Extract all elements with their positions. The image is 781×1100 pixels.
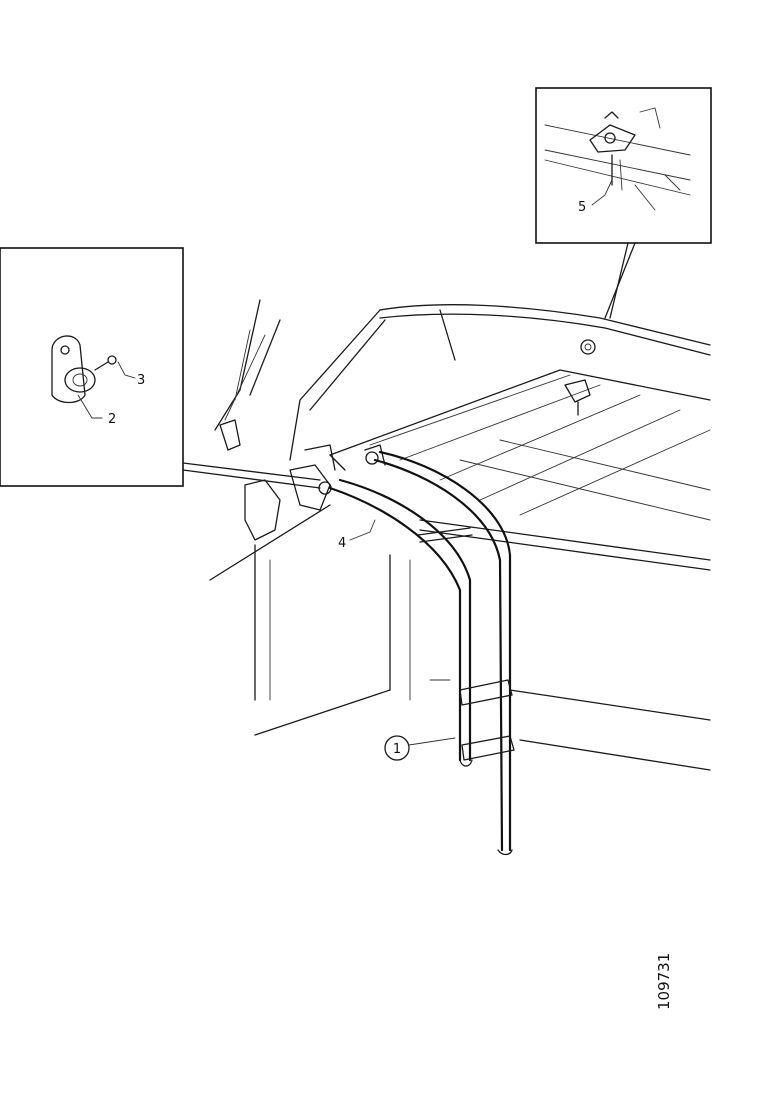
hinge-assembly xyxy=(219,419,386,541)
callout-label-2: 2 xyxy=(108,412,116,427)
detail-box-right xyxy=(535,87,712,244)
callout-label-4: 4 xyxy=(338,536,346,551)
detail-right-connector xyxy=(604,242,636,319)
step-bar xyxy=(328,450,515,856)
vehicle-body xyxy=(209,299,711,771)
detail-left-connector xyxy=(182,462,321,489)
callout-label-5: 5 xyxy=(578,200,586,215)
callout-1 xyxy=(384,735,456,761)
callout-label-3: 3 xyxy=(137,373,145,388)
callout-label-1: 1 xyxy=(393,742,401,757)
figure-number: 109731 xyxy=(655,953,673,1010)
callout-4-leader xyxy=(349,519,376,541)
detail-box-left xyxy=(0,247,184,487)
